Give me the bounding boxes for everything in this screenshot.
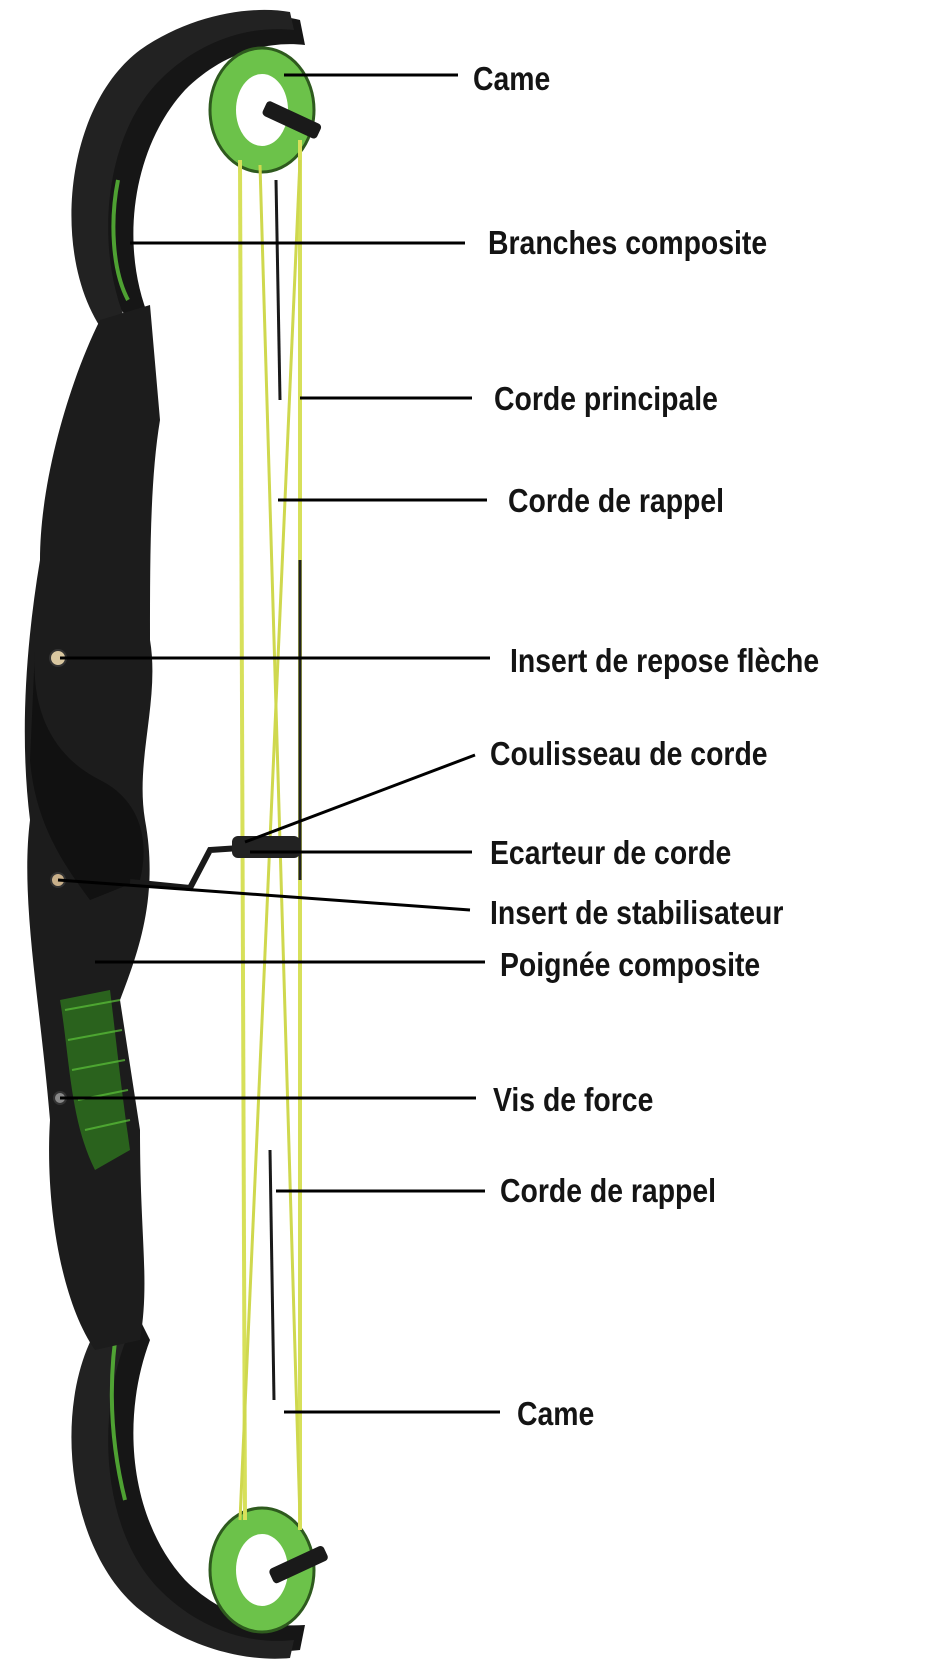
label-branches-composite: Branches composite (488, 226, 767, 259)
cable-guard (130, 836, 300, 888)
bottom-cam (210, 1508, 329, 1632)
label-insert-stabilisateur: Insert de stabilisateur (490, 896, 783, 929)
label-corde-principale: Corde principale (494, 382, 718, 415)
riser (25, 305, 160, 1350)
label-ecarteur-de-corde: Ecarteur de corde (490, 836, 731, 869)
label-came-bottom: Came (517, 1397, 594, 1430)
bow-strings (240, 140, 300, 1530)
label-vis-de-force: Vis de force (493, 1083, 653, 1116)
label-coulisseau-de-corde: Coulisseau de corde (490, 737, 768, 770)
top-cam (210, 48, 322, 172)
label-insert-repose-fleche: Insert de repose flèche (510, 644, 819, 677)
label-corde-rappel-bottom: Corde de rappel (500, 1174, 716, 1207)
label-poignee-composite: Poignée composite (500, 948, 760, 981)
label-corde-rappel-top: Corde de rappel (508, 484, 724, 517)
label-came-top: Came (473, 62, 550, 95)
